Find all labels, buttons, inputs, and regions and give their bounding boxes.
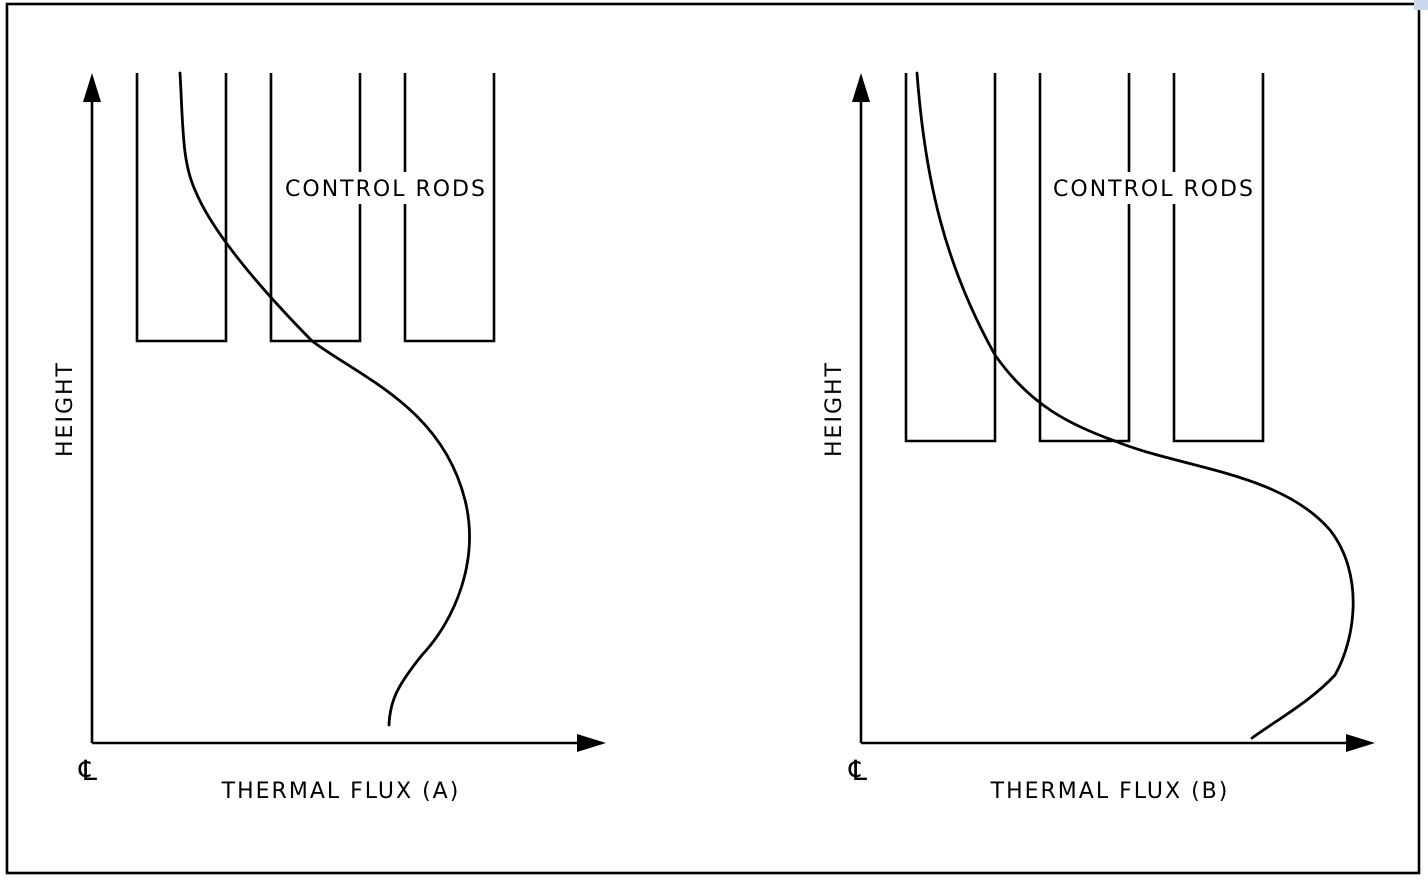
panel-a-control-rod-2 <box>269 73 362 343</box>
panel-b-control-rod-1 <box>904 73 997 443</box>
panel-b-rod-label: CONTROL RODS <box>1053 177 1255 202</box>
panel-b-flux-curve <box>915 71 1355 740</box>
panel-a-centerline-symbol: ℄ <box>78 754 97 787</box>
panel-a-y-axis-label: HEIGHT <box>53 361 78 457</box>
panel-a-y-axis-arrowhead <box>83 73 101 102</box>
panel-b-control-rod-2 <box>1038 73 1131 443</box>
panel-b-rod-label-bg <box>1048 172 1260 204</box>
panel-a-flux-curve <box>178 71 471 727</box>
panel-b-x-axis-label: THERMAL FLUX (B) <box>990 779 1230 804</box>
panel-a-control-rod-1 <box>135 73 228 343</box>
panel-b-y-axis-label: HEIGHT <box>822 361 847 457</box>
panel-a-x-axis-arrowhead <box>577 734 606 752</box>
panel-a-rod-label-bg <box>280 172 492 204</box>
panel-b-y-axis-arrowhead <box>852 73 870 102</box>
panel-b-control-rod-3 <box>1172 73 1265 443</box>
panel-b-x-axis-arrowhead <box>1346 734 1375 752</box>
panel-a-rod-label: CONTROL RODS <box>285 177 487 202</box>
panel-a-control-rod-3 <box>403 73 496 343</box>
corner-marker <box>1414 0 1428 10</box>
outer-frame <box>5 2 1421 875</box>
panel-b: CONTROL RODS HEIGHT ℄ THERMAL FLUX (B) <box>822 71 1375 804</box>
panel-a-x-axis-label: THERMAL FLUX (A) <box>221 779 461 804</box>
panel-b-centerline-symbol: ℄ <box>848 754 867 787</box>
panel-a: CONTROL RODS HEIGHT ℄ THERMAL FLUX (A) <box>53 71 606 804</box>
